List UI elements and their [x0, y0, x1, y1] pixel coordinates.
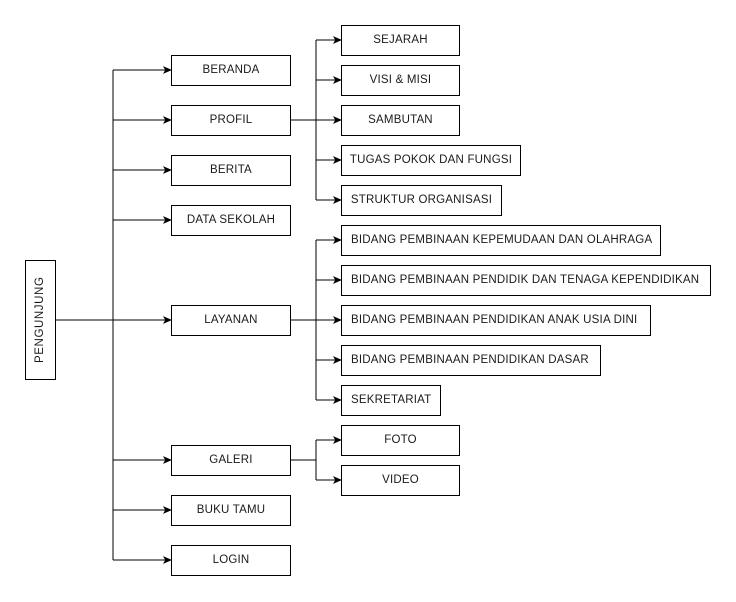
- node-foto[interactable]: FOTO: [341, 425, 460, 456]
- node-layanan[interactable]: LAYANAN: [171, 305, 291, 336]
- node-beranda[interactable]: BERANDA: [171, 55, 291, 86]
- node-bidang-dikdas[interactable]: BIDANG PEMBINAAN PENDIDIKAN DASAR: [341, 345, 601, 376]
- node-bidang-paud[interactable]: BIDANG PEMBINAAN PENDIDIKAN ANAK USIA DI…: [341, 305, 651, 336]
- node-sekretariat[interactable]: SEKRETARIAT: [341, 385, 441, 416]
- node-bidang-pendidik[interactable]: BIDANG PEMBINAAN PENDIDIK DAN TENAGA KEP…: [341, 265, 711, 296]
- node-login[interactable]: LOGIN: [171, 545, 291, 576]
- node-sambutan[interactable]: SAMBUTAN: [341, 105, 460, 136]
- node-video[interactable]: VIDEO: [341, 465, 460, 496]
- node-data-sekolah[interactable]: DATA SEKOLAH: [171, 205, 291, 236]
- node-struktur-organisasi[interactable]: STRUKTUR ORGANISASI: [341, 185, 502, 216]
- node-tugas-pokok-fungsi[interactable]: TUGAS POKOK DAN FUNGSI: [341, 145, 521, 176]
- node-visi-misi[interactable]: VISI & MISI: [341, 65, 460, 96]
- node-bidang-kepemudaan[interactable]: BIDANG PEMBINAAN KEPEMUDAAN DAN OLAHRAGA: [341, 225, 661, 256]
- node-pengunjung[interactable]: PENGUNJUNG: [25, 260, 56, 380]
- node-profil[interactable]: PROFIL: [171, 105, 291, 136]
- node-sejarah[interactable]: SEJARAH: [341, 25, 460, 56]
- node-buku-tamu[interactable]: BUKU TAMU: [171, 495, 291, 526]
- node-berita[interactable]: BERITA: [171, 155, 291, 186]
- node-galeri[interactable]: GALERI: [171, 445, 291, 476]
